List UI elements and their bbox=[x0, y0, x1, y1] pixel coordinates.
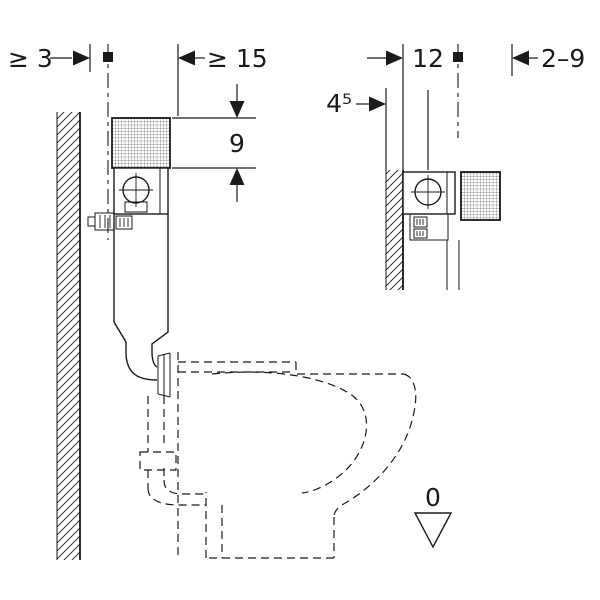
wall-hatch-area bbox=[57, 112, 80, 560]
flush-bend-inner bbox=[151, 351, 158, 368]
flush-pipe-dashed bbox=[147, 396, 165, 452]
pipe-coupling bbox=[139, 451, 177, 471]
wall-hatch-area bbox=[386, 170, 403, 290]
dim-label-cover-depth: 9 bbox=[229, 129, 245, 158]
pan-bowl-inner bbox=[211, 371, 368, 494]
pipe-elbow-to-pan bbox=[147, 479, 206, 506]
wc-pan-dashed bbox=[139, 352, 417, 559]
left-centerline bbox=[103, 44, 113, 240]
cistern-body-right-wall bbox=[151, 214, 169, 352]
pan-front-profile bbox=[333, 373, 417, 518]
dim-arrow-right-icon bbox=[386, 50, 403, 66]
cistern-left-view bbox=[87, 117, 171, 398]
dim-arrow-right-icon bbox=[369, 96, 386, 112]
flush-bend-bell bbox=[157, 352, 171, 398]
detail-grid-box-1 bbox=[413, 216, 428, 228]
dim-label-wall-to-axis: 12 bbox=[412, 44, 444, 73]
right-wall bbox=[385, 170, 404, 290]
flush-bend-outer bbox=[125, 351, 158, 381]
right-dimensions: 12 2–9 4⁵ bbox=[326, 44, 585, 170]
pan-top-rim bbox=[178, 361, 296, 373]
dim-arrow-down-icon bbox=[229, 101, 245, 118]
axis-marker-square bbox=[103, 52, 113, 62]
supply-stub bbox=[87, 216, 96, 227]
dim-cover-depth: 9 bbox=[172, 84, 256, 202]
protection-box bbox=[111, 117, 171, 169]
water-supply-connection bbox=[94, 212, 115, 231]
dim-label-finish-thickness: 2–9 bbox=[541, 44, 585, 73]
cistern-body-left-wall bbox=[113, 214, 127, 352]
valve-base-detail bbox=[124, 201, 148, 213]
detail-grid-lines bbox=[119, 218, 129, 227]
detail-grid-lines-1 bbox=[416, 219, 424, 225]
dim-arrow-left-icon bbox=[178, 50, 195, 66]
datum-label-zero: 0 bbox=[425, 483, 441, 512]
dim-label-min-side: ≥ 3 bbox=[8, 44, 53, 73]
cistern-right-view bbox=[402, 171, 501, 290]
detail-grid-box bbox=[115, 215, 133, 230]
dim-arrow-up-icon bbox=[229, 168, 245, 185]
detail-grid-box-2 bbox=[413, 228, 428, 239]
pan-rim-step bbox=[295, 362, 404, 375]
supply-grid-lines bbox=[99, 215, 111, 228]
flush-pipe-lower bbox=[147, 468, 165, 488]
axis-marker-square bbox=[453, 52, 463, 62]
left-wall bbox=[56, 112, 81, 560]
datum-triangle-icon bbox=[413, 512, 453, 549]
dim-min-top-clearance: ≥ 15 bbox=[177, 44, 268, 116]
dim-min-side-clearance: ≥ 3 bbox=[8, 44, 91, 73]
dim-label-min-top: ≥ 15 bbox=[207, 44, 268, 73]
floor-datum: 0 bbox=[413, 483, 453, 549]
dim-arrow-left-icon bbox=[512, 50, 529, 66]
protection-box bbox=[460, 171, 501, 221]
dim-arrow-right-icon bbox=[73, 50, 90, 66]
detail-grid-lines-2 bbox=[416, 231, 424, 236]
lower-housing bbox=[409, 213, 449, 241]
dim-label-axis-offset: 4⁵ bbox=[326, 89, 352, 118]
pan-pedestal bbox=[205, 492, 335, 559]
